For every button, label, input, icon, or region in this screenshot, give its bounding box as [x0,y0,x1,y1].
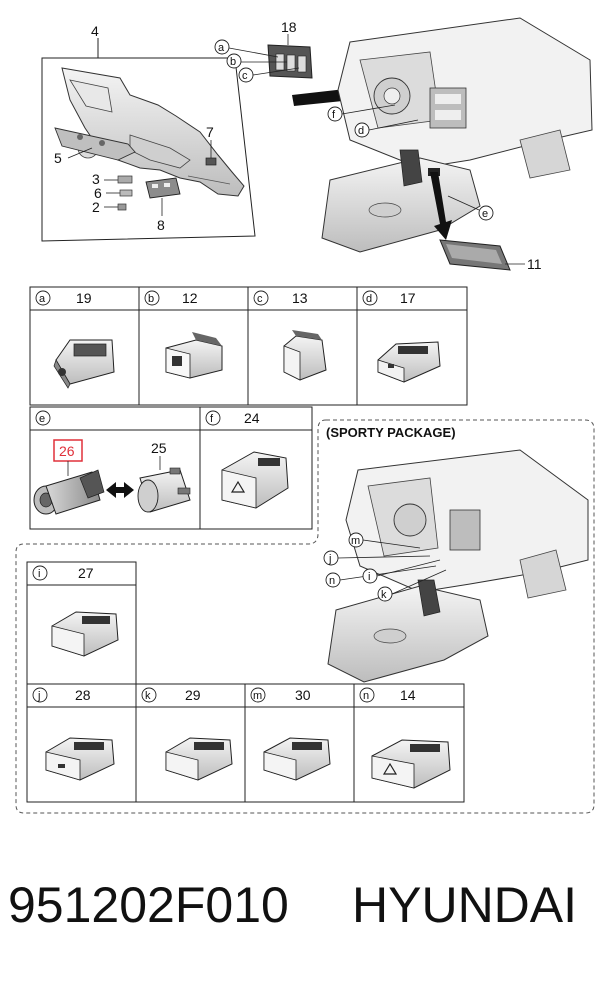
row1-header-a: a 19 [35,290,92,306]
svg-text:b: b [230,56,236,68]
label-26: 26 [59,443,75,459]
svg-text:i: i [38,568,40,580]
callout-i: i [362,559,441,584]
callout-b: b [226,53,287,69]
socket-25 [137,467,191,513]
row3-header-i: i 27 [32,565,94,581]
svg-text:b: b [148,293,154,305]
label-18: 18 [281,19,297,35]
label-4: 4 [91,23,99,39]
svg-text:e: e [39,413,45,425]
label-6: 6 [94,185,102,201]
label-7: 7 [206,124,214,140]
row4-header-n: n 14 [359,687,416,703]
callout-k: k [377,569,447,602]
switch-19 [53,339,115,389]
row1-header-d: d 17 [362,290,416,306]
svg-text:m: m [351,535,360,547]
svg-text:j: j [37,690,40,702]
callout-a: a [214,39,279,58]
row4-header-k: k 29 [141,687,201,703]
svg-text:c: c [242,70,248,82]
svg-text:a: a [218,42,225,54]
svg-text:c: c [257,293,263,305]
callout-j: j [323,550,431,566]
label-11: 11 [527,256,542,272]
svg-text:n: n [329,575,335,587]
svg-text:k: k [145,690,151,702]
row2-header-e: e [35,410,51,426]
hazard-switch-24 [221,451,289,509]
svg-text:a: a [39,293,46,305]
footer: 951202F010 HYUNDAI [0,876,600,946]
label-8: 8 [157,217,165,233]
svg-text:d: d [358,125,364,137]
switch-13 [283,330,327,381]
row2-table [29,406,313,530]
row2-header-f: f 24 [205,410,260,426]
svg-text:14: 14 [400,687,416,703]
double-arrow [106,482,134,498]
sporty-dashboard-illustration [327,449,589,683]
switch-30 [263,737,331,781]
svg-text:n: n [363,690,369,702]
row4-header-j: j 28 [32,687,91,703]
lower-trim-5 [54,127,136,161]
row1-table [29,286,468,406]
switch-housing-18 [267,44,313,79]
label-2: 2 [92,199,100,215]
part-number: 951202F010 [8,877,289,933]
svg-text:f: f [210,413,214,425]
svg-text:17: 17 [400,290,416,306]
svg-text:19: 19 [76,290,92,306]
cigar-lighter-26 [33,469,105,515]
svg-text:29: 29 [185,687,201,703]
label-3: 3 [92,171,100,187]
row4-table [26,683,465,803]
callout-d: d [354,119,419,138]
callout-e-top: e [447,195,494,221]
sporty-package-outline [15,419,595,814]
svg-text:m: m [253,690,262,702]
svg-text:k: k [381,589,387,601]
svg-text:j: j [328,553,331,565]
svg-text:f: f [332,109,336,121]
sporty-package-title: (SPORTY PACKAGE) [326,425,456,440]
svg-text:30: 30 [295,687,311,703]
svg-text:13: 13 [292,290,308,306]
svg-text:i: i [368,571,370,583]
parts-diagram: 4 5 3 6 2 7 8 18 [15,17,595,814]
callout-c: c [238,67,300,83]
switch-27 [51,611,119,657]
callout-f: f [327,104,396,122]
row1-header-c: c 13 [253,290,308,306]
crash-pad-lower-panel [61,67,245,197]
row4-header-m: m 30 [250,687,311,703]
bracket-8 [145,177,181,199]
callout-m: m [348,532,421,549]
svg-text:e: e [482,208,488,220]
tray-arrow [430,172,452,240]
tray-11 [439,239,511,271]
group4-frame [41,57,256,242]
svg-text:12: 12 [182,290,198,306]
row1-header-b: b 12 [144,290,198,306]
switch-28 [45,737,115,781]
svg-text:28: 28 [75,687,91,703]
switch-29 [165,737,233,781]
switch-12 [165,332,223,379]
svg-text:d: d [366,293,372,305]
label-5: 5 [54,150,62,166]
label-25: 25 [151,440,167,456]
svg-text:24: 24 [244,410,260,426]
hazard-switch-14 [371,739,451,789]
brand-name: HYUNDAI [352,877,578,933]
switch-17 [377,341,441,383]
svg-text:27: 27 [78,565,94,581]
